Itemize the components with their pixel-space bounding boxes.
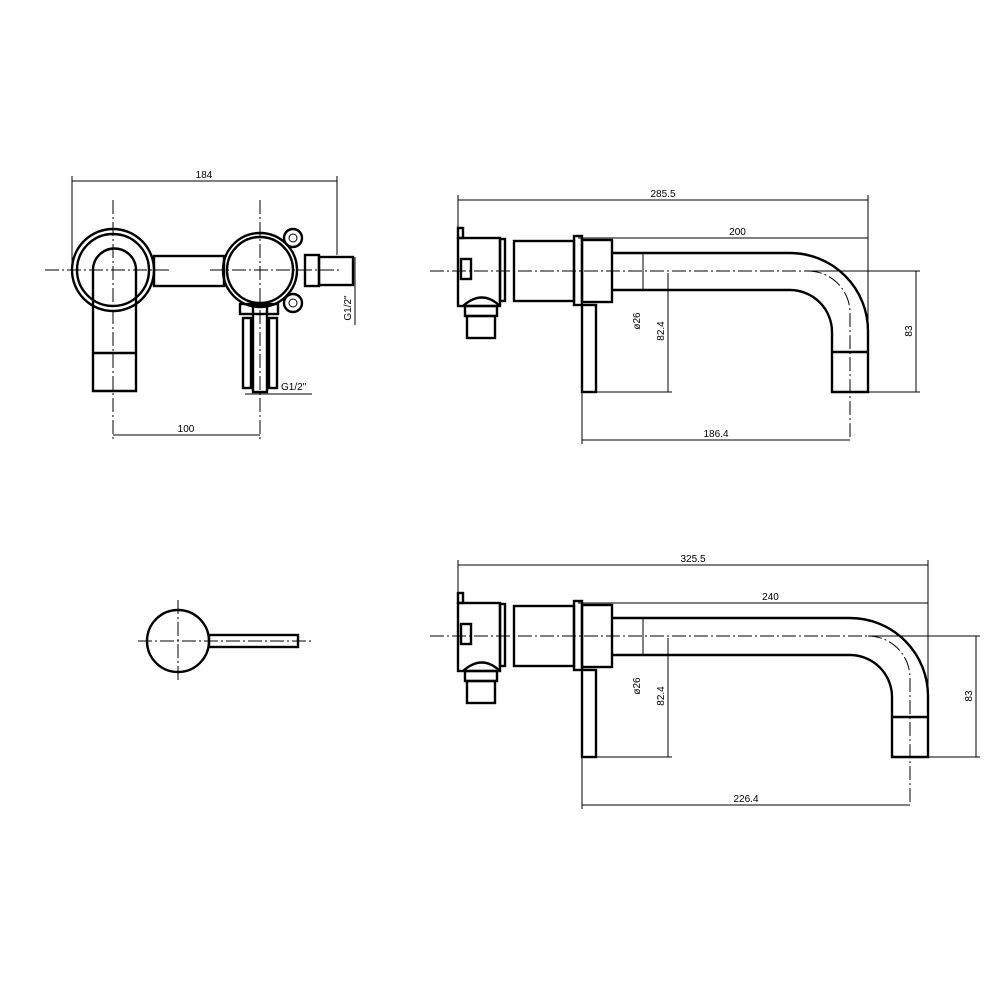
front-view: 184 100 G1/2" G1/2" (45, 170, 356, 440)
dim-spacing-label: 100 (178, 424, 195, 435)
handle-lever (580, 303, 598, 394)
dim-overall-label: 285.5 (650, 189, 675, 200)
drawing-line (456, 601, 502, 673)
inlet-fitting (465, 679, 497, 705)
lever-top-view (138, 600, 312, 680)
dimension-thread-side: G1/2" (343, 257, 356, 325)
drawing-line (459, 257, 473, 281)
spout (612, 251, 870, 394)
inlet-fitting (465, 314, 497, 340)
drawing-line (462, 661, 501, 672)
dim-width-label: 184 (196, 170, 213, 181)
dim-diameter-label: ø26 (632, 677, 643, 695)
thread-bottom-label: G1/2" (281, 382, 307, 393)
side-view-200: 285.5 200 ø26 82.4 83 186.4 (430, 189, 920, 444)
dim-handle-height-label: 82.4 (656, 686, 667, 706)
valve-body-front (221, 227, 355, 394)
drawing-line (456, 226, 465, 240)
dim-projection-label: 226.4 (733, 794, 758, 805)
dim-height-label: 83 (904, 325, 915, 337)
dim-projection-label: 186.4 (703, 429, 728, 440)
dim-overall-label: 325.5 (680, 554, 705, 565)
inlet-nut (463, 304, 499, 318)
dimension-thread-bottom: G1/2" (245, 382, 312, 395)
dimension-184: 184 (71, 170, 338, 270)
drawing-line (456, 236, 502, 308)
handle-lever (580, 668, 598, 759)
thread-side-label: G1/2" (343, 295, 354, 321)
dim-height-label: 83 (964, 690, 975, 702)
centerline (807, 270, 851, 437)
drawing-line (498, 602, 507, 668)
drawing-line (462, 296, 501, 307)
side-view-240: 325.5 240 ø26 82.4 83 226.4 (430, 554, 980, 809)
dim-spout-label: 240 (762, 592, 779, 603)
dim-handle-height-label: 82.4 (656, 321, 667, 341)
centerline (867, 635, 911, 802)
drawing-line (459, 622, 473, 646)
dim-spout-label: 200 (729, 227, 746, 238)
dimension-100: 100 (113, 424, 260, 436)
spout (612, 616, 930, 759)
inlet-nut (463, 669, 499, 683)
dim-diameter-label: ø26 (632, 312, 643, 330)
drawing-line (498, 237, 507, 303)
drawing-line (456, 591, 465, 605)
